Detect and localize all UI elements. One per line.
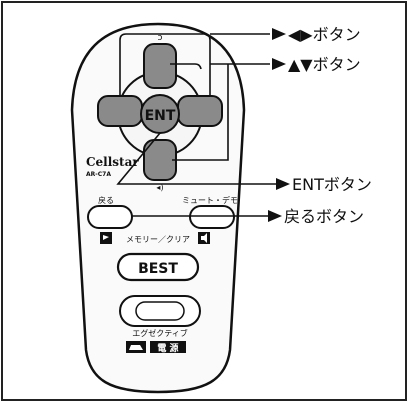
callout-ent: ENTボタン	[292, 175, 372, 194]
ent-leader	[116, 132, 276, 185]
speaker-icon-mark	[201, 233, 207, 243]
up-button-glyph: ↄ	[158, 33, 163, 43]
power-label: 電 源	[157, 342, 178, 354]
callout-lr: ◀▶ボタン	[288, 25, 361, 44]
left-button[interactable]	[97, 95, 143, 127]
lr-bracket	[119, 33, 211, 96]
flag-icon-mark	[103, 235, 109, 240]
down-button-glyph: ◂)	[156, 183, 163, 192]
memory-clear-label: メモリー／クリア	[126, 235, 190, 244]
ent-arrowhead	[276, 178, 290, 190]
callout-lines	[116, 33, 276, 217]
back-label: 戻る	[98, 195, 114, 205]
lr-arrowhead	[272, 28, 286, 40]
back-arrowhead	[268, 210, 282, 222]
mute-demo-label: ミュート・デモ	[182, 195, 238, 205]
ud-arrowhead	[272, 58, 286, 70]
right-button[interactable]	[177, 95, 223, 127]
car-icon-mark	[129, 345, 143, 350]
ud-leader	[170, 63, 270, 161]
model-label: AR-C7A	[86, 171, 111, 178]
mute-demo-button[interactable]	[189, 205, 235, 229]
best-label: BEST	[138, 261, 178, 277]
callout-back: 戻るボタン	[284, 207, 364, 226]
executive-label: エグゼクティブ	[132, 328, 188, 338]
callout-ud: ▲▼ボタン	[288, 55, 361, 74]
executive-button-inner	[135, 301, 185, 321]
power-label-bg	[150, 341, 186, 353]
up-button[interactable]	[143, 43, 177, 89]
best-button[interactable]	[116, 252, 200, 282]
ent-label: ENT	[145, 108, 176, 124]
brand-label: Cellstar	[86, 155, 139, 169]
back-button[interactable]	[87, 205, 133, 229]
